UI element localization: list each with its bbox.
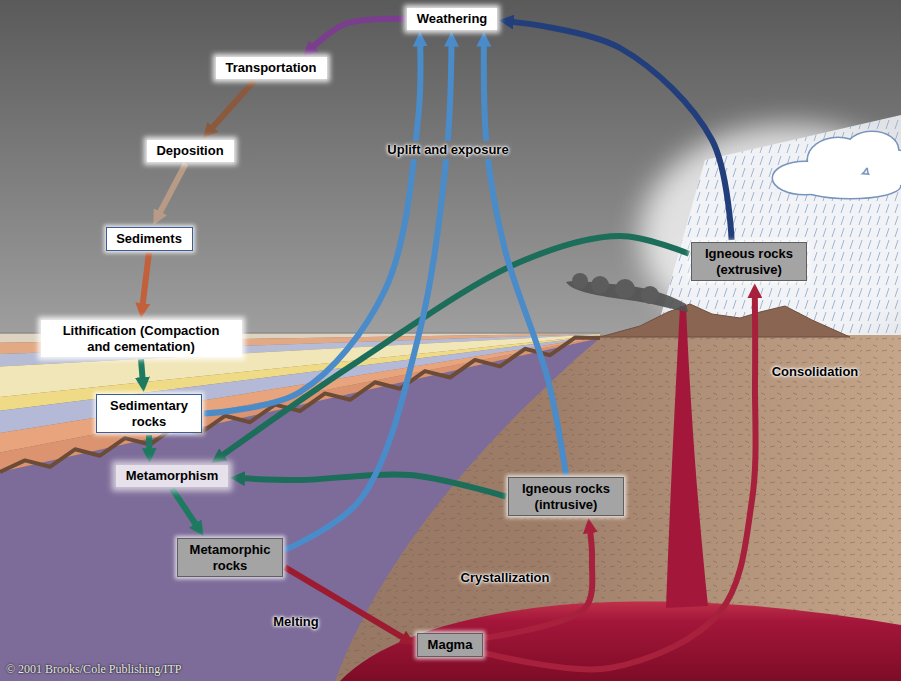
- rain-cloud: [773, 132, 901, 198]
- cycle-arrow: [484, 44, 566, 475]
- node-text: Deposition: [156, 143, 225, 159]
- crust-texture: [0, 335, 901, 681]
- cycle-arrow: [211, 81, 254, 129]
- cycle-arrow: [221, 236, 689, 456]
- volcanic-plume: [566, 273, 688, 312]
- magma-box: Magma: [417, 633, 483, 657]
- cloud-puff: [800, 174, 900, 198]
- node-text: Transportation: [225, 60, 318, 76]
- node-text: Sediments: [116, 231, 183, 247]
- cycle-arrow: [511, 22, 732, 240]
- node-text: Igneous rocks (extrusive): [701, 246, 797, 277]
- process-box: Deposition: [147, 140, 234, 162]
- process-box: Transportation: [216, 57, 327, 79]
- cycle-arrow: [204, 44, 420, 414]
- cycle-arrow: [485, 295, 756, 669]
- cloud-puff: [800, 174, 900, 198]
- rock-box: Igneous rocks (extrusive): [691, 242, 807, 281]
- node-text: Metamorphism: [125, 468, 219, 484]
- cycle-arrow: [142, 253, 149, 306]
- edge-label: Crystallization: [458, 569, 553, 587]
- node-text: Magma: [427, 637, 473, 653]
- cycle-arrow: [312, 19, 405, 48]
- rain-streaks: [655, 115, 901, 336]
- node-text: Weathering: [416, 11, 488, 27]
- process-box: Weathering: [407, 8, 497, 30]
- cycle-arrow: [146, 435, 152, 451]
- smoke-puff: [591, 276, 609, 294]
- cycle-arrow: [172, 489, 197, 526]
- cycle-arrow: [159, 164, 186, 215]
- node-text: Metamorphic rocks: [187, 542, 273, 573]
- edge-label: Consolidation: [769, 363, 862, 381]
- crust: [0, 335, 901, 681]
- smoke-puff: [641, 286, 659, 304]
- rock-box: Igneous rocks (intrusive): [508, 477, 624, 516]
- material-box: Sediments: [106, 227, 193, 251]
- rock-box: Metamorphic rocks: [177, 538, 283, 577]
- edge-label: Melting: [270, 613, 322, 631]
- stratum: [0, 337, 600, 472]
- magma-conduit: [666, 306, 708, 608]
- node-text: Lithification (Compaction and cementatio…: [50, 323, 233, 354]
- node-text: Sedimentary rocks: [106, 398, 192, 429]
- edge-label: Uplift and exposure: [384, 141, 511, 159]
- smoke-puff: [572, 273, 588, 289]
- cycle-arrow: [285, 44, 451, 550]
- rock-box: Sedimentary rocks: [96, 394, 202, 433]
- magma-chamber: [340, 602, 901, 681]
- contact-zone: [0, 338, 600, 472]
- copyright-notice: © 2001 Brooks/Cole Publishing/ITP: [6, 662, 181, 677]
- process-box: Metamorphism: [116, 465, 228, 487]
- rain-area: [655, 115, 901, 336]
- node-text: Igneous rocks (intrusive): [518, 481, 614, 512]
- smoke-puff: [615, 279, 635, 299]
- volcanoes: [600, 304, 850, 337]
- process-box: Lithification (Compaction and cementatio…: [41, 320, 242, 357]
- cycle-arrow: [141, 359, 143, 380]
